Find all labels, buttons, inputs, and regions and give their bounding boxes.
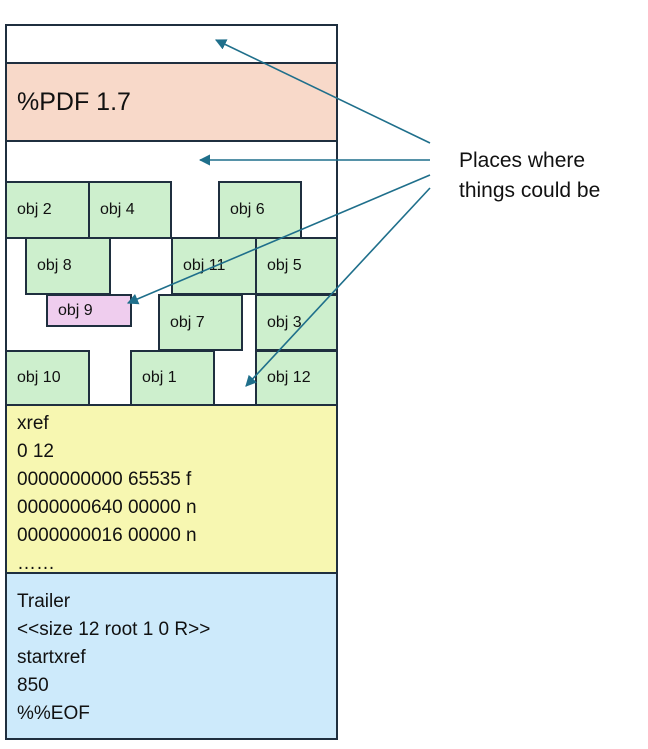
trailer-block: Trailer <<size 12 root 1 0 R>> startxref… — [5, 572, 338, 740]
object-label: obj 3 — [267, 313, 302, 331]
annotation-line: Places where — [459, 149, 586, 172]
object-label: obj 5 — [267, 257, 302, 274]
xref-lines: xref 0 12 0000000000 65535 f 0000000640 … — [17, 410, 197, 578]
arrow-to-obj9 — [126, 174, 431, 305]
xref-line: 0000000016 00000 n — [17, 525, 197, 546]
annotation-line: things could be — [459, 179, 601, 202]
xref-line: 0000000640 00000 n — [17, 497, 197, 518]
object-label: obj 4 — [100, 201, 135, 218]
object-label: obj 12 — [267, 369, 311, 386]
object-box-9: obj 9 — [46, 294, 132, 327]
object-label: obj 1 — [142, 369, 177, 386]
object-box-10: obj 10 — [5, 350, 90, 406]
xref-line: 0000000000 65535 f — [17, 469, 192, 490]
object-box-7: obj 7 — [158, 294, 243, 351]
pdf-header-block: %PDF 1.7 — [5, 62, 338, 142]
object-label: obj 6 — [230, 201, 265, 218]
arrow-to-top-gap — [214, 39, 431, 144]
object-label: obj 9 — [58, 301, 93, 319]
trailer-line: startxref — [17, 647, 86, 668]
annotation-caption: Places where things could be — [459, 146, 644, 206]
trailer-lines: Trailer <<size 12 root 1 0 R>> startxref… — [17, 588, 210, 728]
object-box-5: obj 5 — [255, 237, 338, 295]
trailer-line: Trailer — [17, 591, 71, 612]
trailer-line: %%EOF — [17, 703, 90, 724]
object-label: obj 8 — [37, 257, 72, 274]
xref-line: 0 12 — [17, 441, 54, 462]
object-box-4: obj 4 — [88, 181, 172, 239]
object-label: obj 2 — [17, 201, 52, 218]
trailer-line: 850 — [17, 675, 49, 696]
xref-line: xref — [17, 413, 49, 434]
trailer-line: <<size 12 root 1 0 R>> — [17, 619, 211, 640]
pdf-header-label: %PDF 1.7 — [17, 88, 131, 116]
object-label: obj 10 — [17, 369, 61, 386]
object-label: obj 7 — [170, 313, 205, 331]
xref-line: …… — [17, 553, 55, 574]
object-box-12: obj 12 — [255, 350, 338, 406]
xref-table-block: xref 0 12 0000000000 65535 f 0000000640 … — [5, 404, 338, 574]
object-label: obj 11 — [183, 257, 226, 274]
arrow-to-object-gap — [245, 187, 431, 387]
